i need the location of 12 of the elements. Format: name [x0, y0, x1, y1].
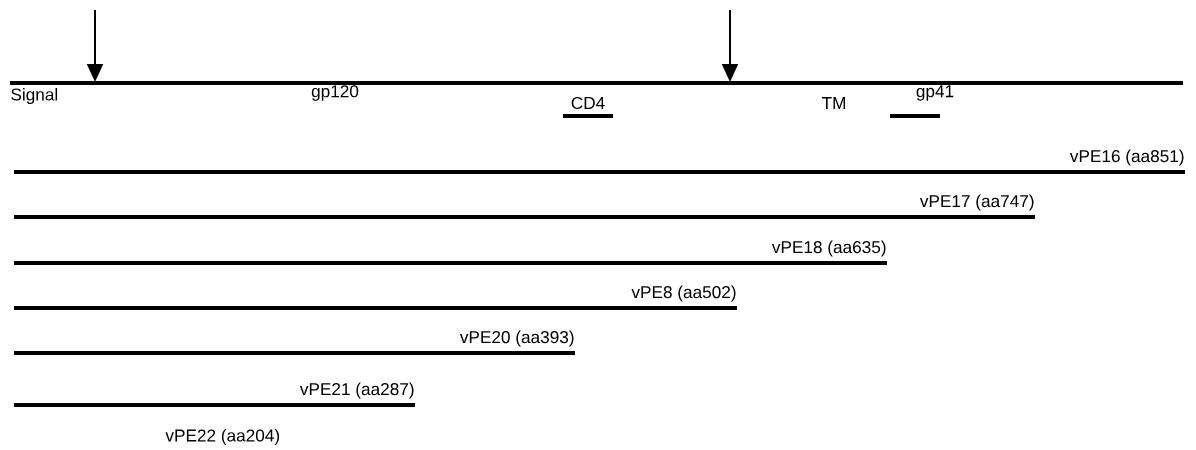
- construct-label: vPE18 (aa635): [771, 240, 886, 257]
- construct-label: vPE17 (aa747): [919, 194, 1034, 211]
- label: gp41: [916, 85, 954, 101]
- label: Signal: [11, 88, 58, 104]
- label: TM: [821, 97, 845, 109]
- construct-label: vPE20 (aa393): [459, 330, 574, 347]
- label: CD4: [571, 96, 605, 110]
- construct-label: vPE22 (aa204): [165, 429, 280, 445]
- construct-label: vPE16 (aa851): [1069, 149, 1184, 166]
- label: gp120: [311, 85, 359, 101]
- construct-label: vPE21 (aa287): [299, 382, 414, 399]
- construct-label: vPE8 (aa502): [631, 285, 736, 302]
